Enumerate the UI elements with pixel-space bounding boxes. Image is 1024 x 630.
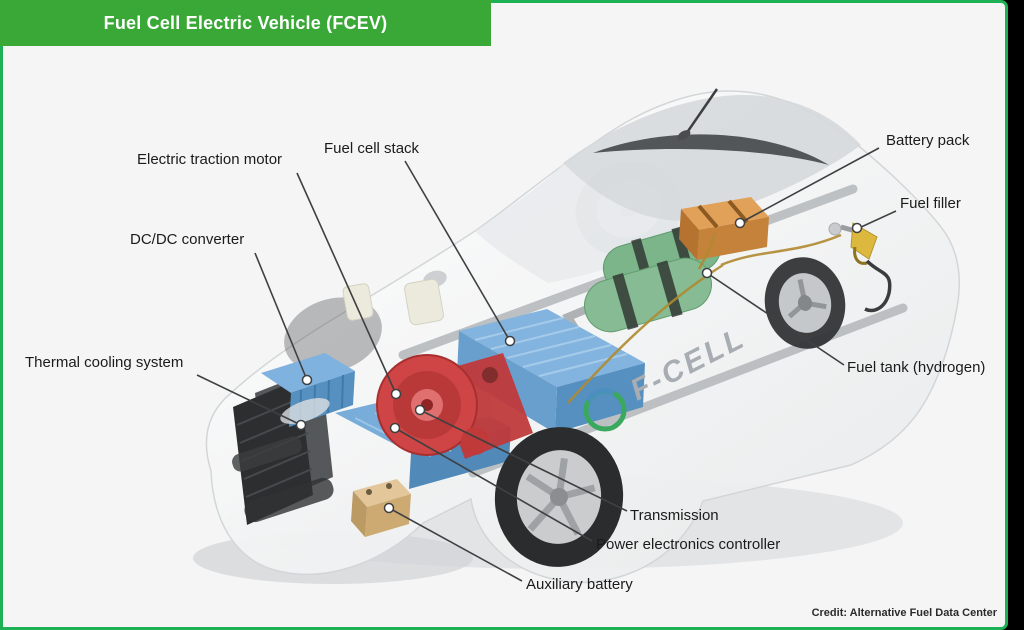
auxiliary-battery-shape xyxy=(351,479,411,537)
leader-thermal-cooling-system xyxy=(196,374,302,426)
leader-electric-traction-motor xyxy=(296,172,397,395)
label-dc-dc-converter: DC/DC converter xyxy=(130,231,245,248)
front-grille xyxy=(232,398,334,523)
leader-fuel-cell-stack xyxy=(404,160,511,342)
dot-power-electronics-controller xyxy=(389,422,401,434)
leader-transmission xyxy=(419,409,628,512)
leader-dc-dc-converter xyxy=(254,252,308,381)
leader-power-electronics-controller xyxy=(394,427,593,542)
traction-motor-transmission-shape xyxy=(376,353,533,459)
headlamp xyxy=(280,398,330,424)
leader-auxiliary-battery xyxy=(388,507,523,582)
label-thermal-cooling-system: Thermal cooling system xyxy=(25,354,184,371)
sunroof-strip xyxy=(593,134,829,165)
label-fuel-cell-stack: Fuel cell stack xyxy=(324,140,420,157)
leader-fuel-filler xyxy=(858,210,897,229)
battery-pack-shape xyxy=(679,197,769,260)
title-bar: Fuel Cell Electric Vehicle (FCEV) xyxy=(0,0,491,46)
label-electric-traction-motor: Electric traction motor xyxy=(137,151,283,168)
label-transmission: Transmission xyxy=(630,507,719,524)
label-power-electronics-controller: Power electronics controller xyxy=(596,536,781,553)
label-fuel-tank-hydrogen: Fuel tank (hydrogen) xyxy=(847,359,986,376)
dot-fuel-filler xyxy=(851,222,863,234)
dot-battery-pack xyxy=(734,217,746,229)
car-cutaway-illustration: F-CELL xyxy=(193,88,960,584)
dot-thermal-cooling-system xyxy=(295,419,307,431)
fuel-line xyxy=(567,232,842,404)
dot-auxiliary-battery xyxy=(383,502,395,514)
antenna-base xyxy=(677,130,691,140)
dot-dc-dc-converter xyxy=(301,374,313,386)
credit-text: Credit: Alternative Fuel Data Center xyxy=(811,607,997,619)
antenna xyxy=(684,88,719,135)
label-battery-pack: Battery pack xyxy=(886,132,970,149)
leader-fuel-tank-hydrogen xyxy=(706,272,845,366)
callout-dots xyxy=(295,217,863,514)
page-title: Fuel Cell Electric Vehicle (FCEV) xyxy=(103,12,388,33)
label-fuel-filler: Fuel filler xyxy=(900,195,961,212)
dot-transmission xyxy=(414,404,426,416)
dot-electric-traction-motor xyxy=(390,388,402,400)
dot-fuel-tank-hydrogen xyxy=(701,267,713,279)
dot-fuel-cell-stack xyxy=(504,335,516,347)
label-auxiliary-battery: Auxiliary battery xyxy=(526,576,633,593)
leader-lines xyxy=(196,147,897,582)
leader-battery-pack xyxy=(739,147,880,224)
